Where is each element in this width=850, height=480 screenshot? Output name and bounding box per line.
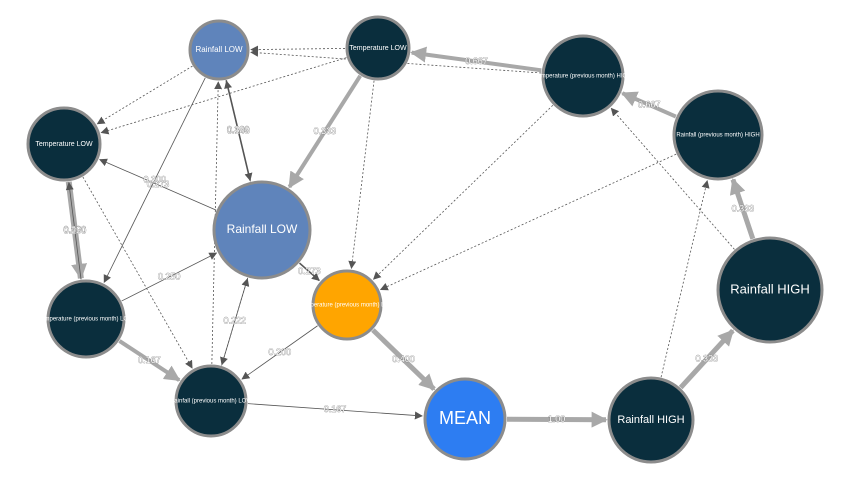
edge-labels-layer: 0.6670.6670.3330.3331.000.4000.1670.3000… <box>63 56 755 425</box>
edge-weight-label: 0.667 <box>465 56 488 66</box>
edge-tpm-low-dark-to-rl-big <box>121 252 218 302</box>
edge-rl-big-to-t-low-left <box>99 158 217 211</box>
node-label: Temperature LOW <box>349 45 407 52</box>
edge-rh-bottom-to-rh-right <box>678 328 735 390</box>
node-mean[interactable]: MEAN <box>423 377 507 461</box>
node-rainfall-previous-month-low[interactable]: Rainfall (previous month) LOW <box>170 364 252 438</box>
edge-t-low-top-to-t-low-left <box>100 57 347 135</box>
node-circle <box>174 364 248 438</box>
edge-weight-label: 0.250 <box>158 271 181 281</box>
edge-weight-label: 0.600 <box>64 224 87 234</box>
edge-rl-big-to-tpm-low-orange <box>298 262 320 282</box>
edge-rpm-low-to-mean <box>247 403 423 420</box>
node-label: Rainfall HIGH <box>730 281 809 296</box>
edge-tpm-high-to-tpm-low-orange <box>372 104 554 280</box>
node-circle <box>46 279 126 359</box>
node-circle <box>541 34 625 118</box>
node-temperature-low[interactable]: Temperature LOW <box>26 106 102 182</box>
edge-mean-to-rh-bottom <box>506 411 608 428</box>
node-circle <box>423 377 507 461</box>
node-circle <box>672 89 764 181</box>
edge-weight-label: 0.200 <box>269 347 292 357</box>
node-label: MEAN <box>439 408 491 428</box>
edge-weight-label: 0.333 <box>696 353 719 363</box>
node-label: Rainfall (previous month) HIGH <box>676 133 759 139</box>
edge-weight-label: 0.273 <box>298 266 321 276</box>
node-label: Rainfall (previous month) LOW <box>170 399 252 405</box>
edge-tpm-low-orange-to-mean <box>371 328 436 391</box>
node-rainfall-high[interactable]: Rainfall HIGH <box>716 236 824 344</box>
node-circle <box>345 15 411 81</box>
node-rainfall-low[interactable]: Rainfall LOW <box>212 180 312 280</box>
node-circle <box>716 236 824 344</box>
node-label: Temperature (previous month) LOW <box>299 303 395 309</box>
node-rainfall-low[interactable]: Rainfall LOW <box>188 19 250 81</box>
node-temperature-previous-month-low[interactable]: Temperature (previous month) LOW <box>299 269 395 341</box>
edge-t-low-top-to-rl-big <box>287 74 362 189</box>
node-circle <box>212 180 312 280</box>
edge-rpm-low-to-rl-big <box>221 278 250 366</box>
edge-weight-label: 0.300 <box>143 174 166 184</box>
edge-weight-label: 1.00 <box>548 414 566 424</box>
node-circle <box>26 106 102 182</box>
edge-tpm-low-dark-to-t-low-left <box>65 181 82 280</box>
node-temperature-low[interactable]: Temperature LOW <box>345 15 411 81</box>
edge-t-low-top-to-tpm-low-orange <box>348 80 375 270</box>
edge-rh-right-to-rpm-high <box>729 178 756 240</box>
edge-weight-label: 0.222 <box>224 316 247 326</box>
edge-rpm-high-to-tpm-low-orange <box>379 153 677 291</box>
edge-tpm-low-orange-to-rpm-low <box>241 325 318 380</box>
edge-weight-label: 0.300 <box>227 125 250 135</box>
edge-weight-label: 0.143 <box>227 126 250 136</box>
node-label: Temperature LOW <box>35 141 93 148</box>
node-label: Rainfall HIGH <box>617 414 684 426</box>
node-circle <box>607 376 695 464</box>
edge-tpm-low-dark-to-rpm-low <box>118 339 181 382</box>
edge-weight-label: 0.167 <box>324 404 347 414</box>
edge-rl-small-to-tpm-low-dark <box>103 77 206 283</box>
node-rainfall-previous-month-high[interactable]: Rainfall (previous month) HIGH <box>672 89 764 181</box>
node-label: Rainfall LOW <box>227 222 298 236</box>
edge-t-low-top-to-rl-small <box>250 45 346 54</box>
edge-rl-small-to-t-low-left <box>96 65 193 125</box>
node-circle <box>311 269 383 341</box>
edge-weight-label: 0.167 <box>138 355 161 365</box>
edge-weight-label: 0.400 <box>392 354 415 364</box>
edge-weight-label: 0.667 <box>638 99 661 109</box>
edge-weight-label: 0.333 <box>314 126 337 136</box>
node-temperature-previous-month-low[interactable]: Temperature (previous month) LOW <box>38 279 134 359</box>
edge-t-low-left-to-rpm-low <box>82 176 193 369</box>
node-circle <box>188 19 250 81</box>
edge-weight-label: 0.273 <box>147 179 170 189</box>
edges-layer <box>65 45 756 428</box>
node-label: Temperature (previous month) LOW <box>38 317 134 323</box>
node-label: Temperature (previous month) HIGH <box>534 74 631 80</box>
edge-rh-right-to-tpm-high <box>610 107 735 250</box>
node-label: Rainfall LOW <box>195 45 243 54</box>
edge-rh-bottom-to-rpm-high <box>660 179 710 378</box>
nodes-layer: Rainfall LOW Temperature LOW Temperature (… <box>26 15 824 464</box>
edge-tpm-high-to-t-low-top <box>410 46 542 73</box>
edge-rpm-high-to-tpm-high <box>620 91 677 119</box>
edge-weight-label: 0.250 <box>64 225 87 235</box>
node-rainfall-high[interactable]: Rainfall HIGH <box>607 376 695 464</box>
edge-rl-big-to-rl-small <box>224 80 251 182</box>
edge-weight-label: 0.333 <box>732 204 755 214</box>
node-temperature-previous-month-high[interactable]: Temperature (previous month) HIGH <box>534 34 632 118</box>
